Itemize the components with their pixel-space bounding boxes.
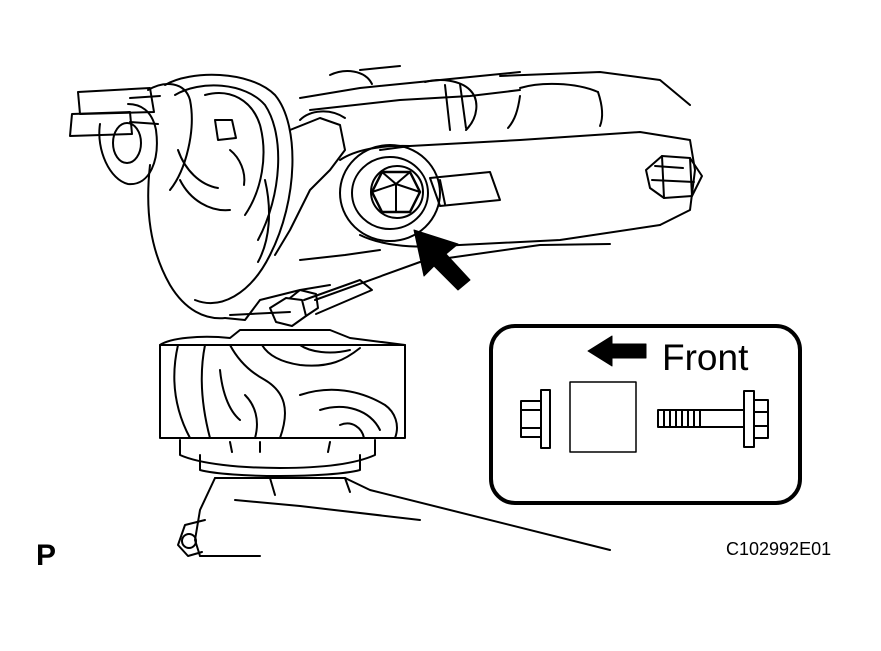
drawing-code: C102992E01 xyxy=(726,539,832,559)
arrow-icon xyxy=(413,229,471,291)
front-label: Front xyxy=(662,337,749,378)
orientation-inset xyxy=(489,324,802,505)
view-letter: P xyxy=(36,539,57,572)
front-arrow-icon xyxy=(587,335,647,367)
wood-block xyxy=(159,329,406,439)
small-fasteners xyxy=(269,279,373,327)
upper-link xyxy=(299,65,691,131)
jack xyxy=(177,439,611,557)
nut-icon xyxy=(520,389,551,449)
brake-backing-plate xyxy=(164,73,294,304)
bolt-icon xyxy=(657,390,769,448)
knuckle xyxy=(147,110,611,321)
axle-hub xyxy=(69,83,193,191)
arm-bolt-target xyxy=(339,144,441,242)
arm-bolt-right xyxy=(645,155,703,199)
spacer-block xyxy=(569,381,637,453)
